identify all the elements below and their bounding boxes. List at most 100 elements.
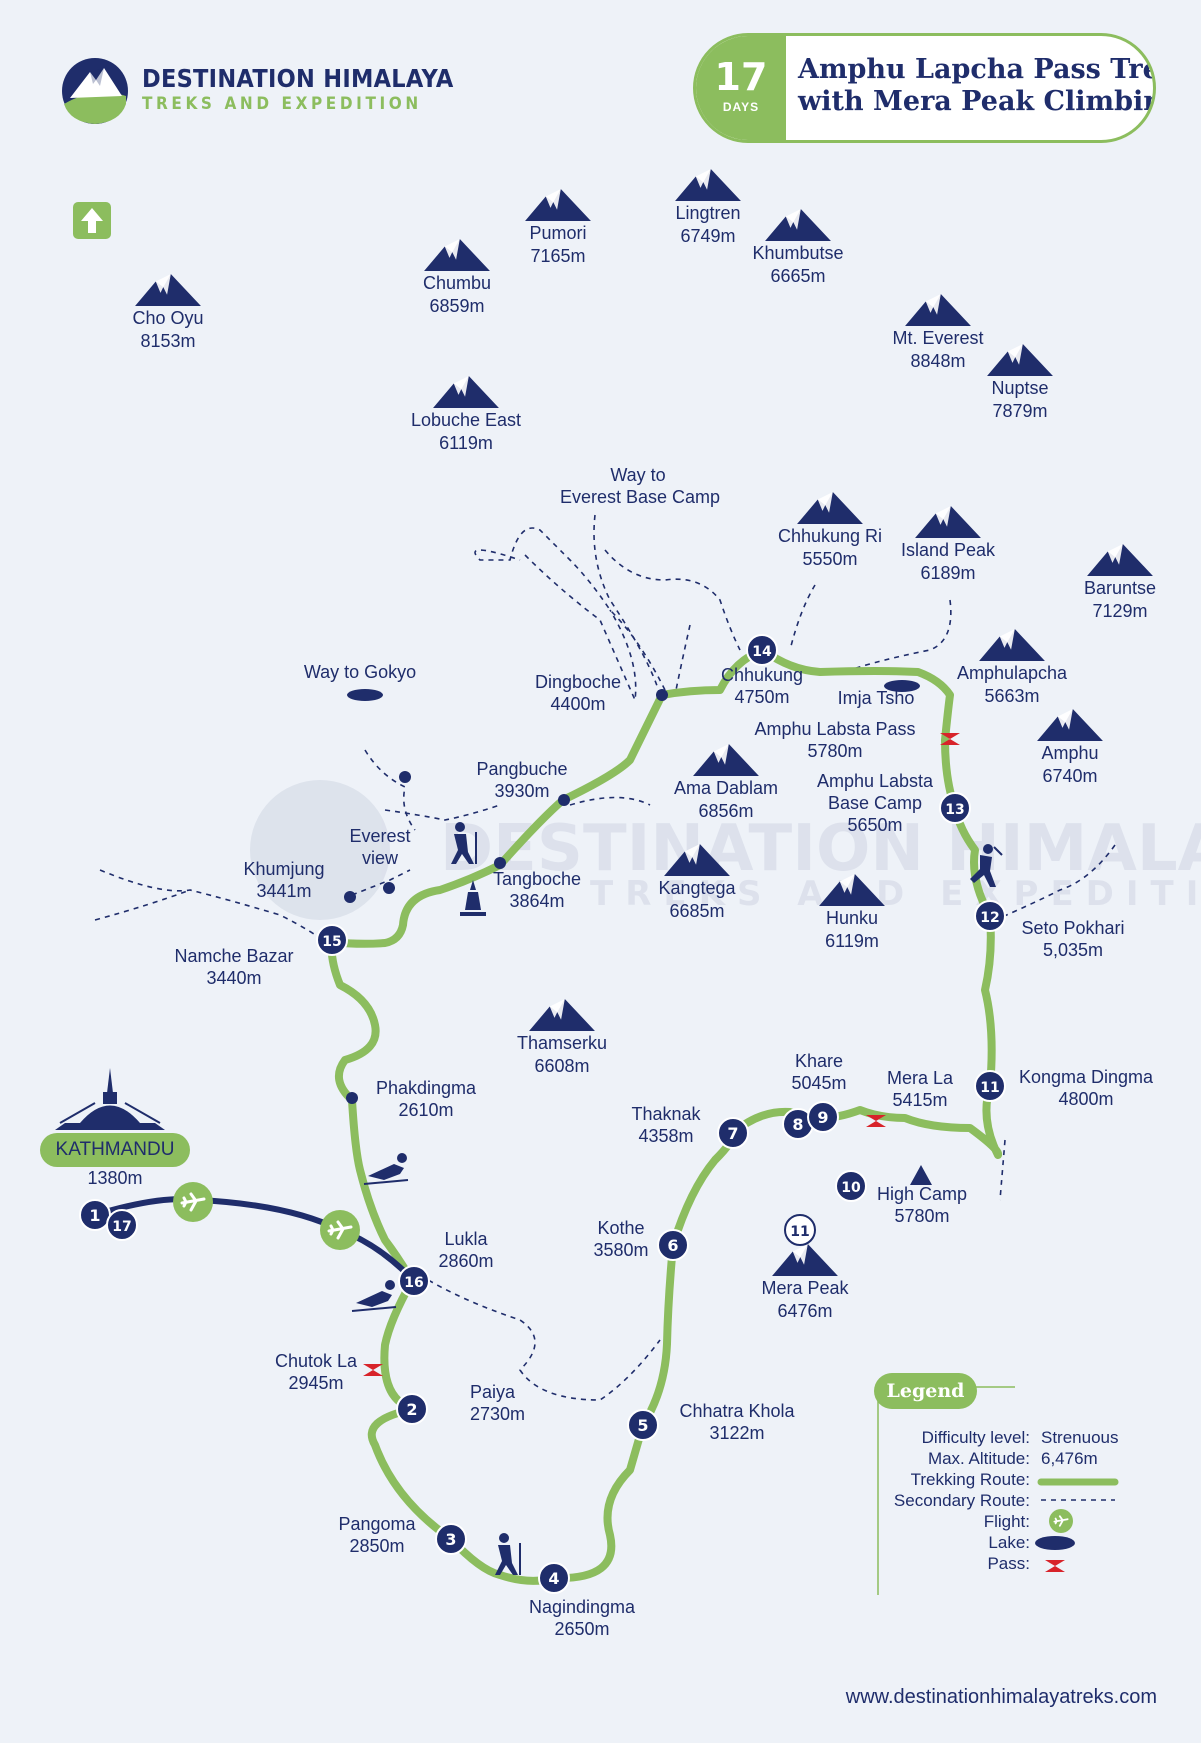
days-badge: 17 DAYS xyxy=(696,36,786,140)
stop-day-number: 1 xyxy=(89,1206,100,1225)
trip-title: Amphu Lapcha Pass Trek with Mera Peak Cl… xyxy=(798,54,1156,118)
peak-name: Island Peak xyxy=(901,540,996,560)
stop-marker xyxy=(717,1117,749,1149)
secondary-routes xyxy=(94,514,1116,1401)
waypoint-dots xyxy=(344,689,668,1104)
stop-day-number: 10 xyxy=(841,1180,861,1196)
mountain-icon xyxy=(1087,544,1153,576)
peak-altitude: 6749m xyxy=(680,226,735,246)
stop-day-number: 8 xyxy=(792,1115,803,1134)
watermark: DESTINATION HIMALAYA TREKS AND EXPEDITIO… xyxy=(250,780,1201,920)
stop-altitude: 3440m xyxy=(206,968,261,988)
stop-altitude: 5780m xyxy=(894,1206,949,1226)
peak-name: Mera Peak xyxy=(761,1278,849,1298)
stop-name: Thaknak xyxy=(631,1104,701,1124)
stop-marker xyxy=(538,1562,570,1594)
peak-nuptse: Nuptse 7879m xyxy=(987,344,1053,421)
place-altitude: 4400m xyxy=(550,694,605,714)
place-name: Mera La xyxy=(887,1068,954,1088)
place-name: Chutok La xyxy=(275,1351,358,1371)
mountain-icon xyxy=(433,376,499,408)
kathmandu-altitude: 1380m xyxy=(87,1168,143,1188)
logo-mountain-icon xyxy=(62,58,128,124)
stop-marker xyxy=(316,924,348,956)
peak-altitude: 6665m xyxy=(770,266,825,286)
stop-name: Khare xyxy=(795,1051,843,1071)
stop-day-number: 13 xyxy=(945,802,964,818)
stop-name: Paiya xyxy=(470,1382,516,1402)
peak-name: Cho Oyu xyxy=(132,308,203,328)
peak-altitude: 6608m xyxy=(534,1056,589,1076)
stop-altitude: 2860m xyxy=(438,1251,493,1271)
mountain-icon xyxy=(797,492,863,524)
place-altitude: 3864m xyxy=(509,891,564,911)
stop-marker xyxy=(398,1265,430,1297)
place-name: Everest xyxy=(349,826,410,846)
mountain-icon xyxy=(915,506,981,538)
stop-marker xyxy=(657,1229,689,1261)
place-altitude: 3930m xyxy=(494,781,549,801)
stop-marker xyxy=(396,1393,428,1425)
legend-altitude-label: Max. Altitude: xyxy=(927,1449,1030,1468)
days-label: DAYS xyxy=(722,100,760,114)
legend-flight-label: Flight: xyxy=(983,1512,1030,1531)
lake-icon xyxy=(884,680,920,692)
stop-altitude: 3580m xyxy=(593,1240,648,1260)
place-altitude: 3441m xyxy=(256,881,311,901)
stop-day-number: 5 xyxy=(637,1416,648,1435)
stop-day-number: 17 xyxy=(112,1219,131,1235)
climber-icon xyxy=(970,844,1003,887)
direction-ebc-line1: Way to xyxy=(610,465,665,485)
svg-text:DESTINATION HIMALAYA: DESTINATION HIMALAYA xyxy=(440,812,1201,886)
legend-title: Legend xyxy=(874,1373,977,1409)
plane-icon xyxy=(320,1210,360,1250)
plane-icon xyxy=(1049,1509,1073,1533)
climber-icon xyxy=(351,1280,397,1312)
stop-day-number: 3 xyxy=(445,1530,456,1549)
stop-name: High Camp xyxy=(877,1184,967,1204)
stops-layer: 1172Paiya2730m3Pangoma2850m4Nagindingma2… xyxy=(79,634,1154,1639)
peak-altitude: 6740m xyxy=(1042,766,1097,786)
stop-day-17: 17 xyxy=(106,1209,138,1241)
climber-icon xyxy=(363,1153,409,1185)
peak-name: Nuptse xyxy=(991,378,1048,398)
legend-difficulty-label: Difficulty level: xyxy=(921,1428,1030,1447)
place-name: Phakdingma xyxy=(376,1078,477,1098)
place-name: Tangboche xyxy=(493,869,581,889)
stop-altitude: 5,035m xyxy=(1043,940,1103,960)
stop-name: Chhatra Khola xyxy=(679,1401,795,1421)
stop-day-number: 15 xyxy=(322,934,341,950)
peak-altitude: 7879m xyxy=(992,401,1047,421)
trip-title-line1: Amphu Lapcha Pass Trek xyxy=(798,54,1156,85)
lake-icon xyxy=(347,689,383,701)
stop-altitude: 2650m xyxy=(554,1619,609,1639)
stop-marker xyxy=(784,1214,816,1246)
peak-name: Baruntse xyxy=(1084,578,1156,598)
peak-altitude: 6856m xyxy=(698,801,753,821)
trekking-route xyxy=(327,646,1003,1585)
direction-gokyo: Way to Gokyo xyxy=(304,662,416,682)
website-url[interactable]: www.destinationhimalayatreks.com xyxy=(845,1686,1157,1708)
svg-text:TREKS AND EXPEDITION: TREKS AND EXPEDITION xyxy=(590,874,1201,914)
stop-day-number: 14 xyxy=(752,644,772,660)
